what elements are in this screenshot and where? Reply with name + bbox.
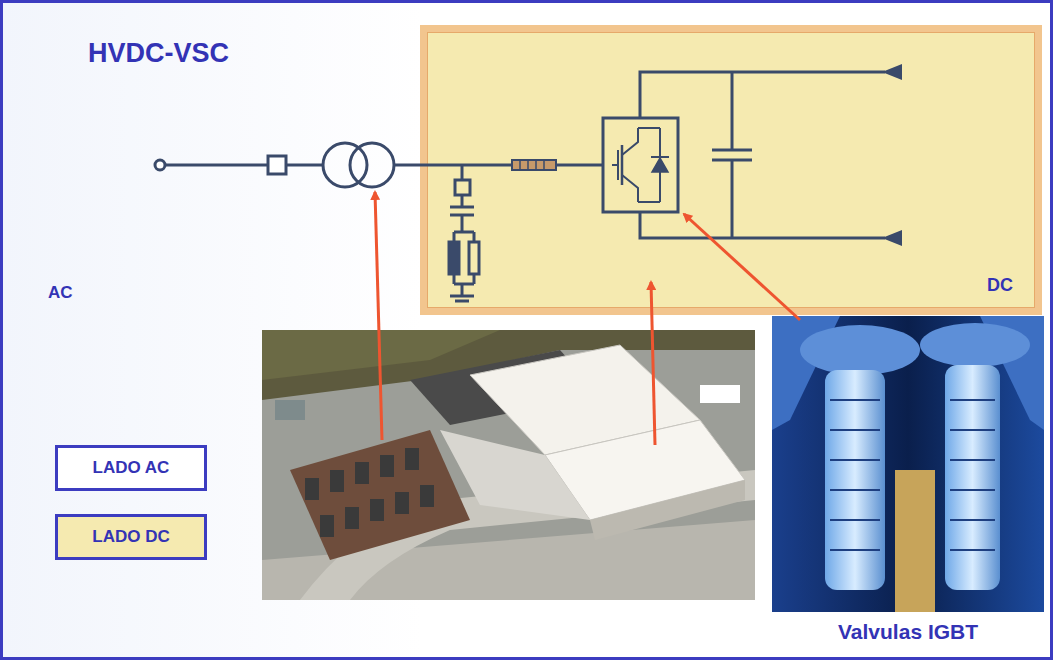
- pointer-arrows: [375, 192, 800, 445]
- legend-swatch: LADO AC: [55, 445, 207, 491]
- legend-text: LADO AC: [93, 458, 170, 478]
- valve-photo: [772, 316, 1044, 612]
- circuit: [155, 64, 902, 301]
- legend-text: LADO DC: [92, 527, 169, 547]
- photo-caption: Valvulas IGBT: [838, 620, 978, 644]
- legend-swatch: LADO DC: [55, 514, 207, 560]
- station-photo: [262, 330, 755, 600]
- diagram-title: HVDC-VSC: [88, 38, 229, 69]
- dc-side-region: DC: [420, 25, 1042, 315]
- side-label: AC: [48, 283, 73, 303]
- region-label: DC: [987, 275, 1013, 296]
